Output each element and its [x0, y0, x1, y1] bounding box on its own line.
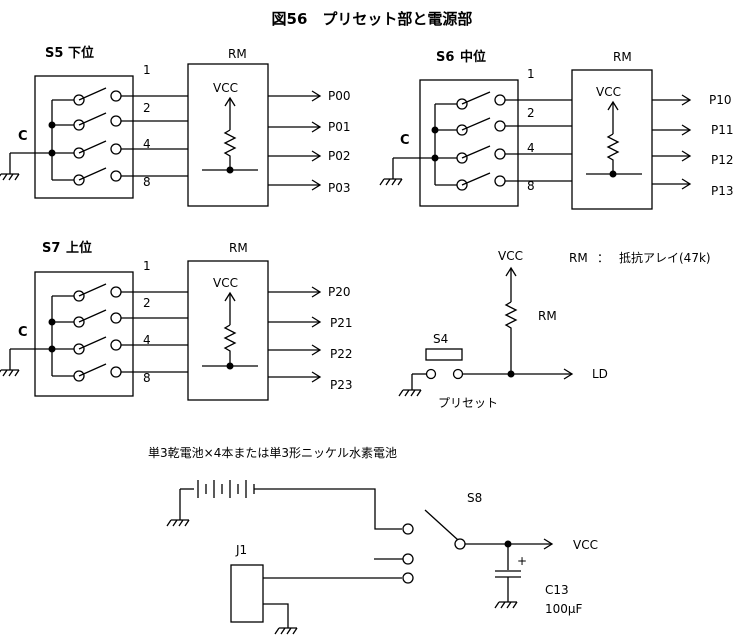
s5-switch-4 — [52, 140, 188, 159]
cap-polarity: + — [517, 554, 527, 568]
s7-switch-4 — [52, 336, 188, 355]
rm-legend: RM ： 抵抗アレイ(47k) — [569, 250, 711, 265]
preset-switch-name: S4 — [433, 332, 448, 346]
s5-switch-2 — [52, 112, 188, 131]
s5-out-0: P00 — [328, 89, 351, 103]
legend-description: 抵抗アレイ(47k) — [619, 250, 711, 265]
s6-pin-4: 4 — [527, 141, 535, 155]
battery-icon — [179, 480, 402, 530]
preset-circuit: VCC RM S4 LD プリセット — [398, 249, 608, 410]
s5-pin-4: 4 — [143, 137, 151, 151]
s7-pin-4: 4 — [143, 333, 151, 347]
s6-out-0: P10 — [709, 93, 732, 107]
battery-note: 単3乾電池×4本または単3形ニッケル水素電池 — [148, 446, 397, 460]
jack-body — [230, 564, 264, 623]
s7-name: S7 — [42, 241, 60, 256]
s7-position: 上位 — [66, 240, 92, 256]
s6-out-3: P13 — [711, 184, 734, 198]
preset-output-label: LD — [592, 367, 608, 381]
s7-out-1: P21 — [330, 316, 353, 330]
s7-block: S7 上位 RM — [0, 240, 353, 401]
legend-separator: ： — [597, 251, 609, 265]
s6-vcc-label: VCC — [596, 85, 621, 99]
s7-switch-1 — [52, 283, 188, 302]
s6-pin-1: 1 — [527, 67, 535, 81]
s6-switch-2 — [435, 117, 572, 136]
s7-pin-1: 1 — [143, 259, 151, 273]
s6-switch-8 — [435, 172, 572, 191]
s6-block: S6 中位 RM — [379, 49, 734, 210]
preset-vcc-label: VCC — [498, 249, 523, 263]
s7-out-0: P20 — [328, 285, 351, 299]
s6-pin-8: 8 — [527, 179, 535, 193]
s7-ic-label: RM — [229, 241, 248, 255]
s5-ic-label: RM — [228, 47, 247, 61]
s6-out-2: P12 — [711, 153, 734, 167]
s6-position: 中位 — [460, 49, 486, 65]
s6-ic-label: RM — [613, 50, 632, 64]
power-vcc-label: VCC — [573, 538, 598, 552]
s8-label: S8 — [467, 491, 482, 505]
s6-ground-icon — [379, 172, 403, 186]
capacitor-value: 100μF — [545, 602, 583, 616]
capacitor-name: C13 — [545, 583, 569, 597]
s5-position: 下位 — [68, 45, 94, 61]
s5-ground-icon — [0, 167, 20, 181]
s7-switch-8 — [52, 363, 188, 382]
s7-out-2: P22 — [330, 347, 353, 361]
s7-pin-2: 2 — [143, 296, 151, 310]
s5-out-2: P02 — [328, 149, 351, 163]
preset-switch-label: プリセット — [438, 396, 498, 410]
s5-out-1: P01 — [328, 120, 351, 134]
s5-pin-2: 2 — [143, 101, 151, 115]
s5-switch-1 — [52, 87, 188, 106]
preset-resistor-label: RM — [538, 309, 557, 323]
figure-title: 図56 プリセット部と電源部 — [272, 10, 473, 28]
s5-common-label: C — [18, 129, 28, 144]
s6-name: S6 — [436, 50, 454, 65]
s7-out-3: P23 — [330, 378, 353, 392]
s5-switch-8 — [52, 167, 188, 186]
s6-common-label: C — [400, 133, 410, 148]
s6-out-1: P11 — [711, 123, 734, 137]
jack-label: J1 — [235, 543, 247, 557]
s7-ground-icon — [0, 363, 20, 377]
s6-switch-1 — [435, 91, 572, 110]
s5-pin-8: 8 — [143, 175, 151, 189]
s5-pin-1: 1 — [143, 63, 151, 77]
power-circuit: 単3乾電池×4本または単3形ニッケル水素電池 S8 VCC + C13 100μ… — [148, 446, 598, 635]
jack-ground-icon — [274, 621, 298, 635]
s5-block: S5 下位 RM — [0, 45, 351, 207]
preset-ground-icon — [398, 383, 422, 397]
s6-switch-4 — [435, 145, 572, 164]
s7-pin-8: 8 — [143, 371, 151, 385]
legend-key: RM — [569, 251, 588, 265]
s5-out-3: P03 — [328, 181, 351, 195]
s7-ic-box — [187, 260, 269, 401]
capacitor-ground-icon — [494, 595, 518, 609]
s7-vcc-label: VCC — [213, 276, 238, 290]
s5-vcc-label: VCC — [213, 81, 238, 95]
s6-pin-2: 2 — [527, 106, 535, 120]
battery-ground-icon — [166, 513, 190, 527]
s7-common-label: C — [18, 325, 28, 340]
s7-switch-2 — [52, 309, 188, 328]
s5-name: S5 — [45, 46, 63, 61]
pushbutton-cap — [425, 348, 463, 361]
